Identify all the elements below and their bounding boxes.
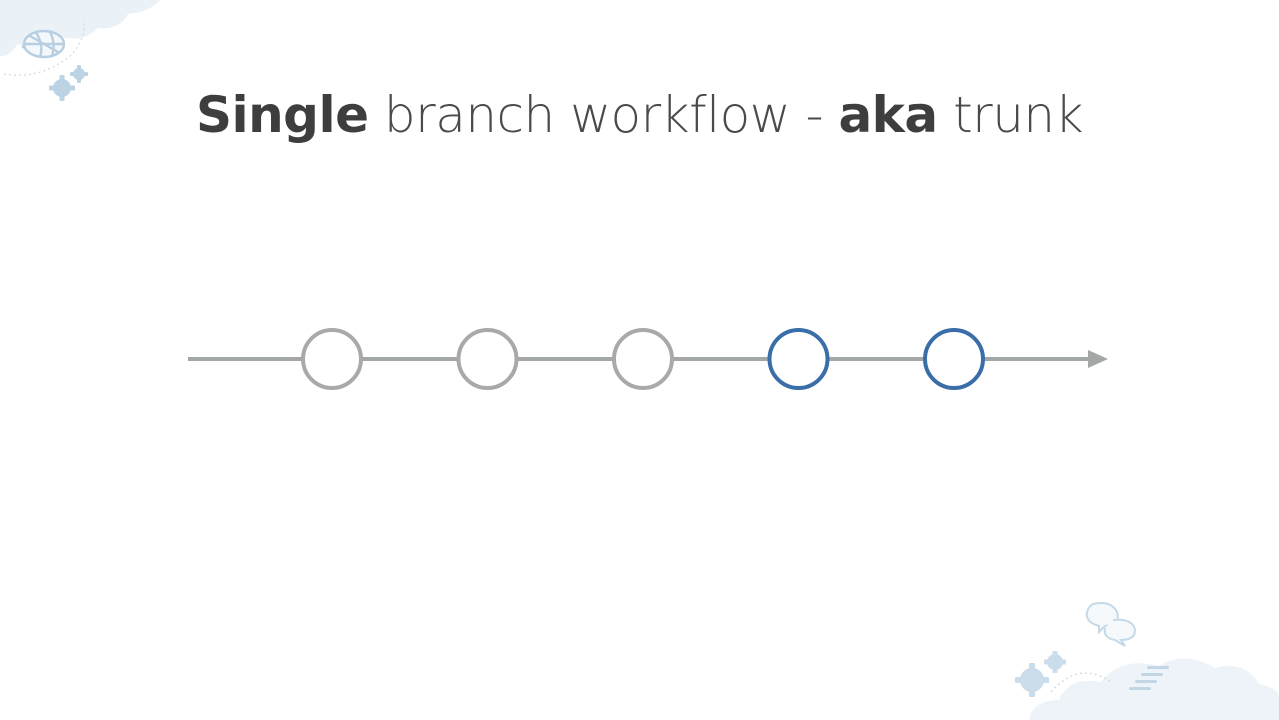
top-left-decoration [0, 0, 160, 101]
speech-bubbles-icon [1085, 602, 1137, 647]
slide-title: Single branch workflow - aka trunk [0, 78, 1279, 152]
title-text-branch-workflow: branch workflow - [368, 86, 839, 144]
commit-node-2 [456, 328, 519, 390]
commit-group [301, 328, 985, 390]
gears-icon [1015, 651, 1066, 697]
title-bold-single: Single [195, 86, 369, 144]
dotted-arc [1050, 672, 1112, 693]
dotted-arc [3, 19, 85, 76]
title-bold-aka: aka [838, 86, 938, 144]
commit-node-4-new [767, 328, 830, 390]
arrow-head [1088, 350, 1108, 368]
bars-icon [1129, 666, 1169, 690]
commit-node-3 [612, 328, 674, 390]
gears-icon [49, 65, 88, 101]
commit-node-1 [301, 328, 363, 390]
title-text-trunk: trunk [937, 86, 1084, 144]
cloud-shape [1029, 658, 1279, 720]
commit-node-5-new [923, 328, 985, 390]
bottom-right-decoration [1015, 602, 1279, 720]
globe-icon [21, 29, 66, 59]
